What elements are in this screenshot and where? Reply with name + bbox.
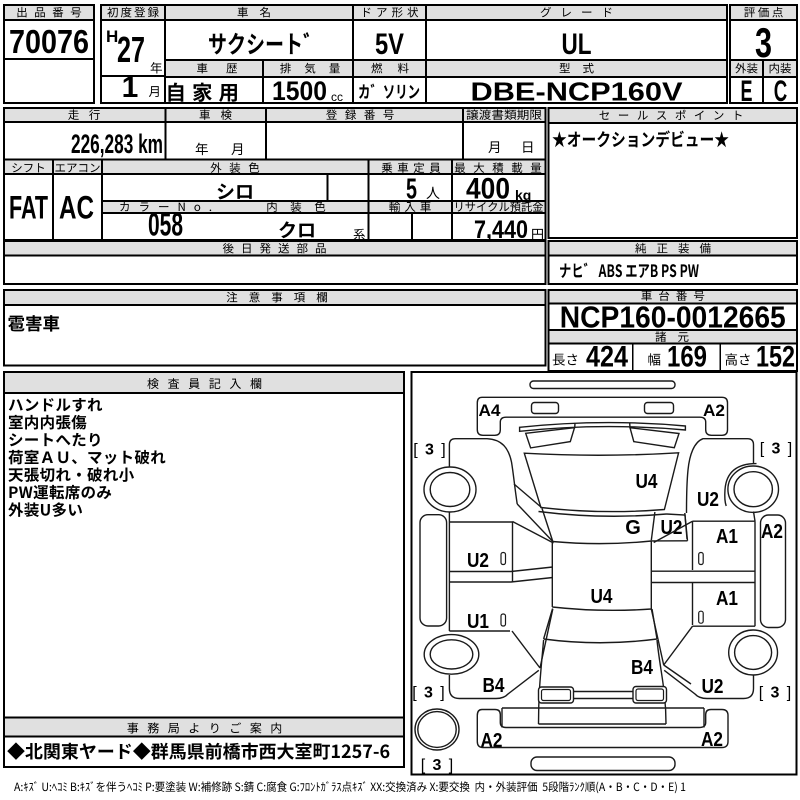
svg-text:C: C — [774, 75, 788, 108]
svg-text:A2: A2 — [761, 521, 783, 543]
svg-text:424: 424 — [586, 341, 628, 374]
svg-text:]: ] — [449, 757, 453, 774]
svg-text:NCP160-0012665: NCP160-0012665 — [560, 300, 786, 335]
svg-text:3: 3 — [424, 685, 433, 702]
svg-text:cc: cc — [331, 90, 343, 104]
svg-text:]: ] — [787, 685, 791, 702]
svg-text:U1: U1 — [467, 611, 489, 633]
svg-text:E: E — [741, 75, 753, 108]
svg-text:5: 5 — [406, 174, 417, 206]
svg-text:[: [ — [412, 685, 417, 702]
svg-text:UL: UL — [562, 28, 592, 61]
svg-text:U2: U2 — [661, 517, 683, 539]
svg-text:A2: A2 — [703, 401, 725, 420]
svg-text:A2: A2 — [481, 730, 503, 752]
svg-text:A4: A4 — [479, 401, 502, 420]
svg-text:3: 3 — [755, 19, 772, 66]
svg-text:[: [ — [759, 685, 764, 702]
svg-text:]: ] — [788, 441, 792, 458]
svg-text:7,440: 7,440 — [474, 216, 528, 244]
svg-text:A1: A1 — [716, 526, 738, 548]
svg-text:226,283 km: 226,283 km — [71, 129, 163, 159]
svg-text:3: 3 — [771, 685, 780, 702]
svg-text:[: [ — [413, 442, 418, 459]
svg-text:B4: B4 — [631, 657, 654, 679]
svg-text:[: [ — [760, 441, 765, 458]
svg-text:3: 3 — [425, 442, 434, 459]
svg-text:U4: U4 — [591, 586, 614, 608]
svg-text:]: ] — [440, 685, 444, 702]
svg-text:27: 27 — [117, 29, 145, 70]
svg-text:U2: U2 — [702, 676, 724, 698]
svg-text:G: G — [625, 517, 641, 539]
svg-text:A1: A1 — [716, 588, 738, 610]
svg-text:U2: U2 — [467, 550, 489, 572]
svg-text:A2: A2 — [701, 729, 723, 751]
svg-text:H: H — [106, 27, 118, 46]
svg-text:FAT: FAT — [9, 190, 48, 226]
svg-text:U2: U2 — [697, 489, 719, 511]
svg-text:U4: U4 — [636, 471, 659, 493]
svg-text:3: 3 — [433, 757, 442, 774]
svg-text:058: 058 — [148, 207, 183, 243]
svg-text:3: 3 — [772, 441, 781, 458]
svg-text:]: ] — [441, 442, 445, 459]
svg-text:169: 169 — [667, 341, 707, 374]
svg-text:1: 1 — [122, 71, 139, 104]
svg-text:B4: B4 — [483, 675, 506, 697]
svg-text:kg: kg — [515, 187, 531, 203]
svg-text:[: [ — [421, 757, 426, 774]
svg-text:DBE-NCP160V: DBE-NCP160V — [471, 77, 684, 107]
svg-text:1500: 1500 — [272, 76, 327, 106]
svg-text:70076: 70076 — [9, 23, 89, 60]
svg-text:5V: 5V — [375, 28, 404, 61]
svg-text:AC: AC — [59, 190, 94, 226]
svg-text:152: 152 — [756, 341, 795, 374]
svg-text:400: 400 — [466, 173, 510, 206]
